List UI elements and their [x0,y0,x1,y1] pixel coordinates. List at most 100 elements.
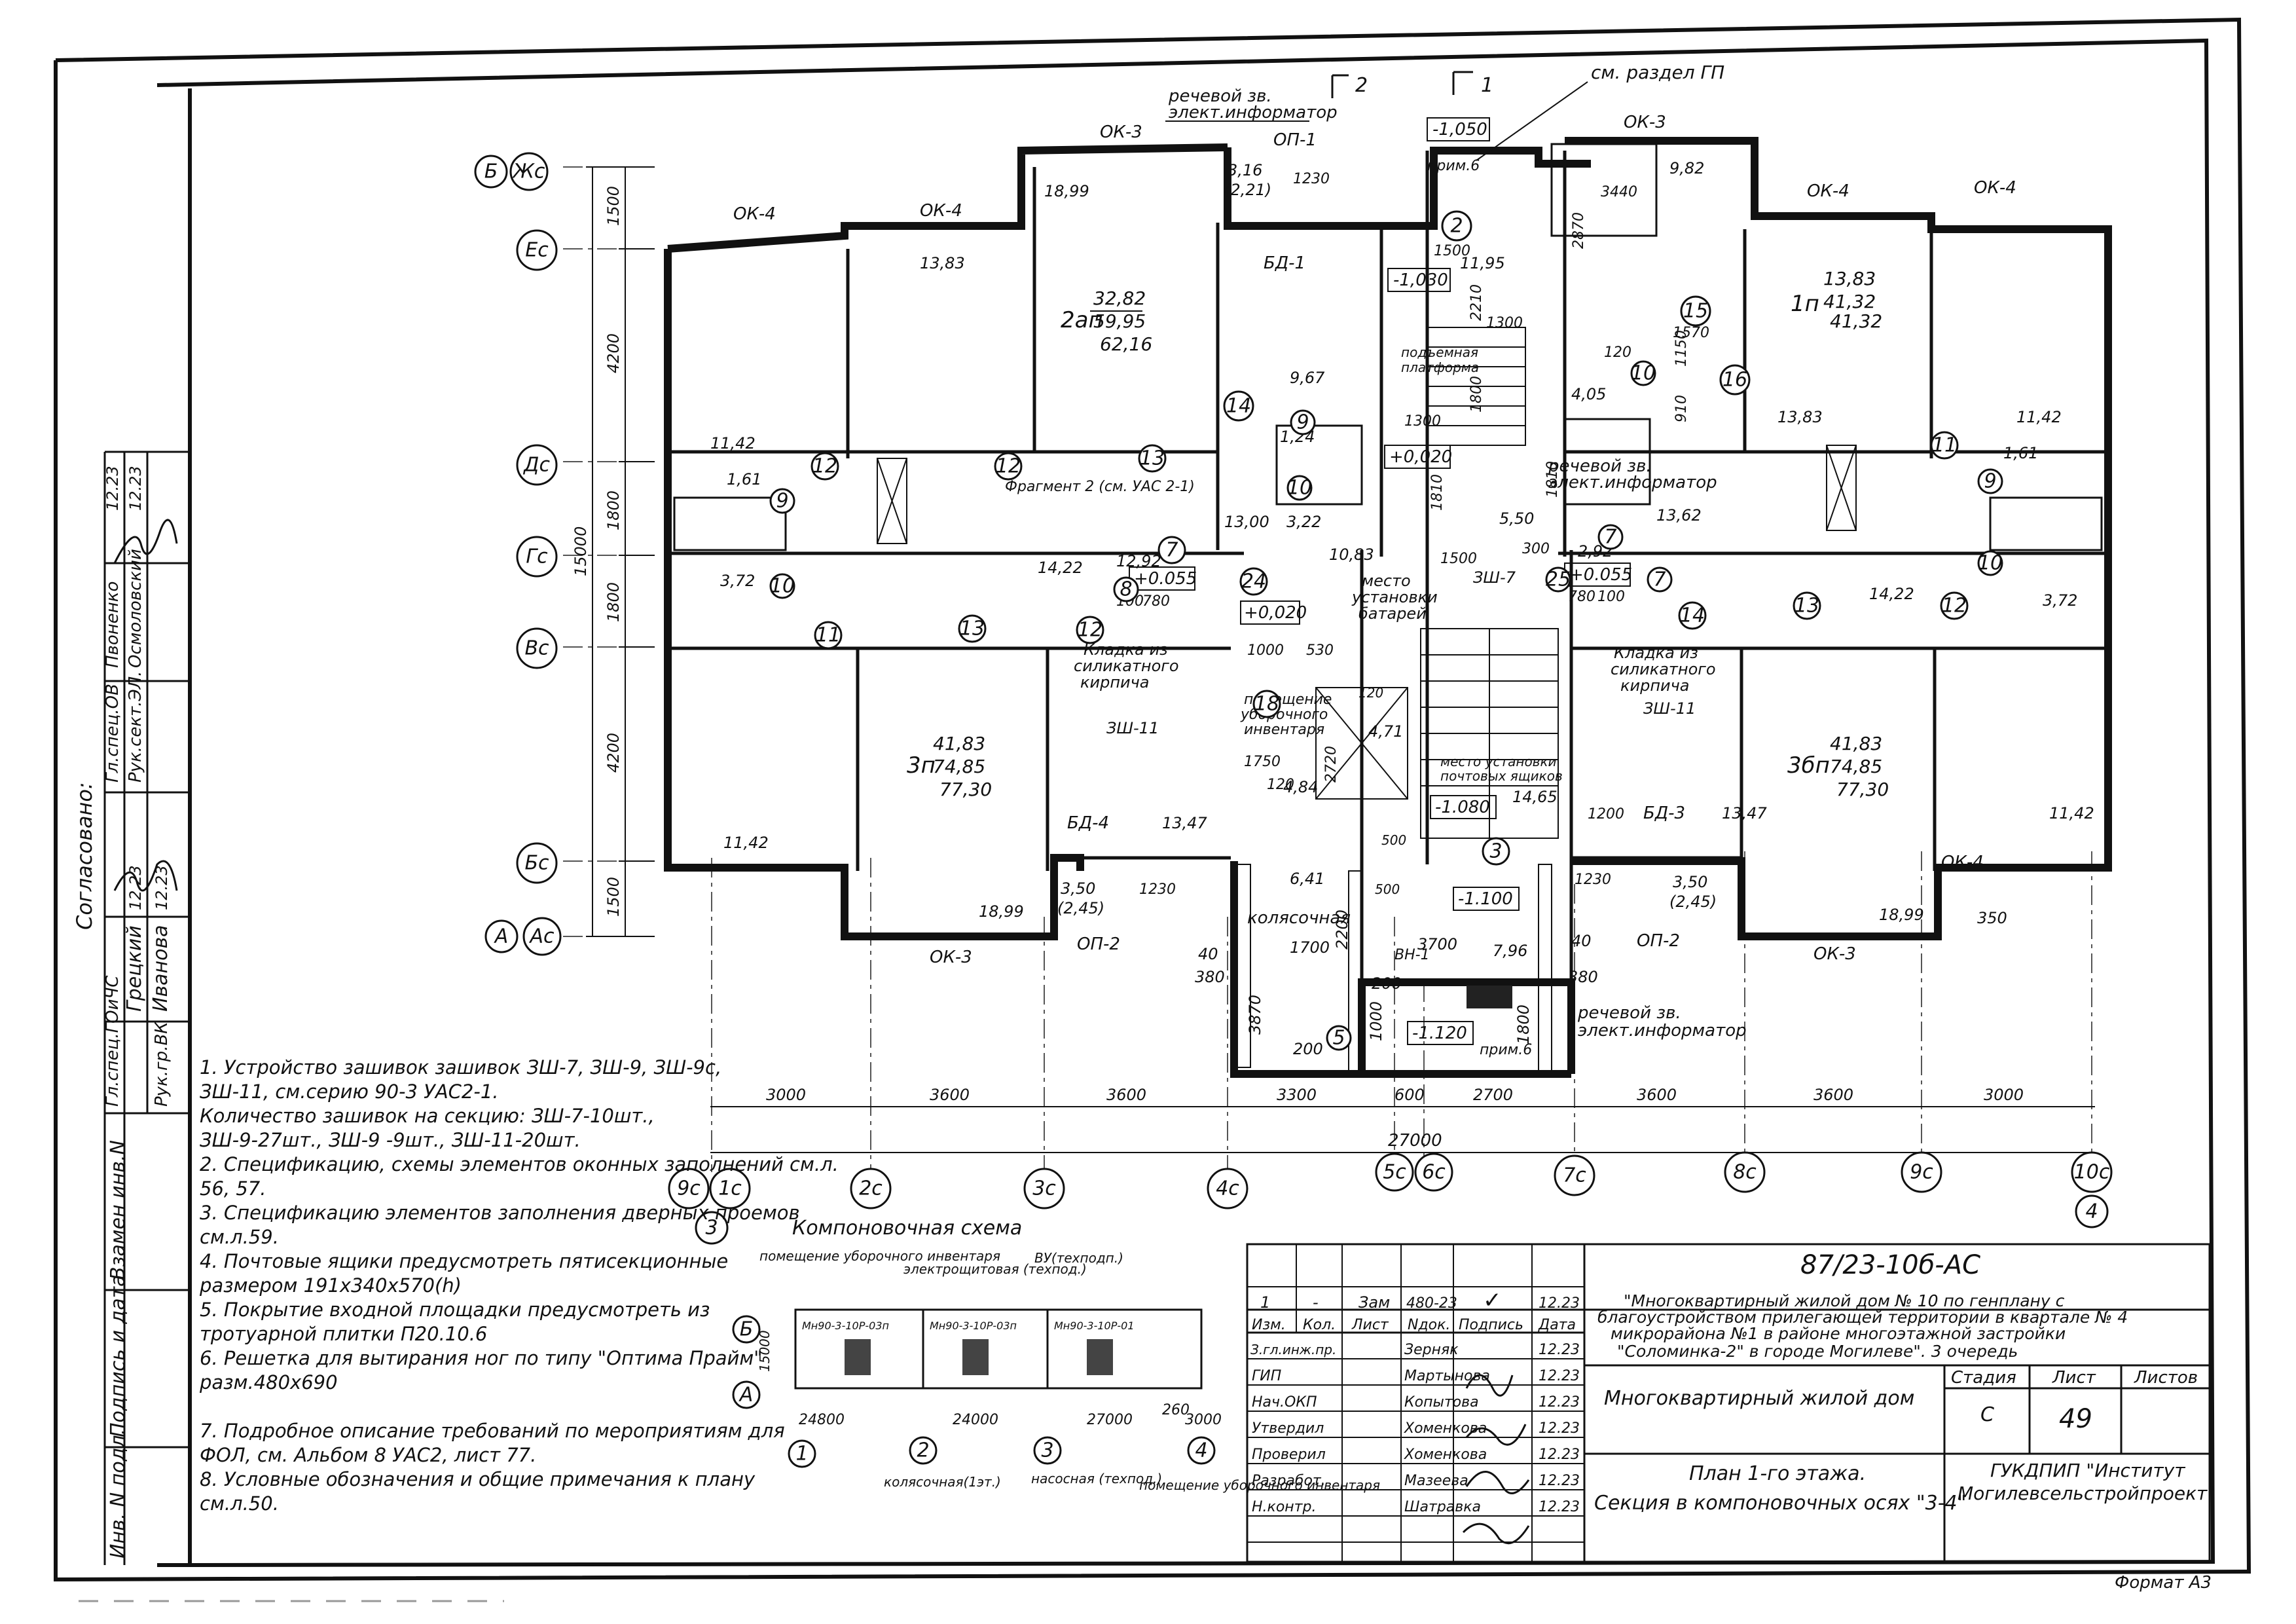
svg-text:План 1-го этажа.: План 1-го этажа. [1689,1462,1866,1485]
svg-text:место: место [1362,572,1411,590]
svg-text:12: 12 [1942,595,1967,618]
svg-text:С: С [1980,1403,1994,1426]
svg-text:Утвердил: Утвердил [1252,1420,1324,1437]
svg-text:Шатравка: Шатравка [1404,1499,1481,1515]
svg-text:3,50: 3,50 [1061,879,1095,898]
svg-text:12: 12 [996,455,1021,478]
svg-text:речевой зв.: речевой зв. [1548,456,1652,476]
svg-text:1,61: 1,61 [727,470,761,489]
svg-text:Ес: Ес [525,239,549,262]
svg-text:БД-4: БД-4 [1067,813,1109,833]
svg-text:ОК-4: ОК-4 [1807,181,1850,201]
svg-text:9: 9 [776,490,788,513]
svg-text:13: 13 [1795,595,1819,618]
svg-text:13,47: 13,47 [1722,804,1767,822]
svg-text:11: 11 [1932,434,1957,457]
svg-text:Мн90-3-10Р-03п: Мн90-3-10Р-03п [930,1320,1017,1332]
svg-text:речевой зв.: речевой зв. [1168,86,1272,106]
svg-text:1: 1 [795,1443,808,1466]
svg-text:3п: 3п [907,752,936,779]
svg-text:59,95: 59,95 [1093,310,1146,332]
svg-text:Хоменкова: Хоменкова [1404,1420,1487,1437]
svg-text:7,96: 7,96 [1493,942,1527,960]
svg-text:9: 9 [1984,470,1996,493]
svg-text:3. Спецификацию элементов запо: 3. Спецификацию элементов заполнения две… [200,1202,800,1224]
svg-text:11,42: 11,42 [710,434,756,452]
svg-text:5с: 5с [1383,1161,1406,1184]
svg-text:3,72: 3,72 [2043,591,2077,610]
svg-text:ГИП: ГИП [1252,1368,1281,1384]
stamp-signature-2 [113,860,178,892]
svg-text:Стадия: Стадия [1951,1368,2016,1388]
svg-text:ЗШ-11, см.серию 90-3 УАС2-1.: ЗШ-11, см.серию 90-3 УАС2-1. [200,1080,499,1103]
svg-text:6,41: 6,41 [1290,870,1324,888]
svg-text:74,85: 74,85 [933,756,985,777]
svg-text:Мн90-3-10Р-03п: Мн90-3-10Р-03п [802,1320,889,1332]
svg-text:16: 16 [1722,369,1747,392]
svg-text:уборочного: уборочного [1240,707,1328,723]
svg-text:24: 24 [1241,570,1266,593]
svg-text:Ас: Ас [528,925,555,948]
svg-text:кирпича: кирпича [1080,673,1150,692]
svg-text:2200: 2200 [1333,910,1351,950]
svg-text:-: - [1313,1293,1319,1312]
svg-text:27000: 27000 [1087,1412,1133,1428]
svg-text:12: 12 [812,455,837,478]
svg-text:9с: 9с [1910,1161,1933,1184]
svg-text:элект.информатор: элект.информатор [1548,473,1717,492]
svg-text:Могилевсельстройпроект": Могилевсельстройпроект" [1958,1483,2215,1504]
svg-text:3600: 3600 [930,1086,970,1104]
svg-text:13,00: 13,00 [1224,513,1269,531]
svg-text:3600: 3600 [1637,1086,1677,1104]
svg-text:Б: Б [484,160,498,183]
svg-text:10,83: 10,83 [1329,545,1374,564]
svg-text:13: 13 [1140,447,1165,470]
svg-text:12,92: 12,92 [1116,552,1161,570]
bottom-dimensions: 3000 3600 3600 3300 600 2700 3600 3600 3… [710,1086,2095,1153]
svg-text:15000: 15000 [572,526,590,576]
svg-text:Мазеева: Мазеева [1404,1473,1468,1489]
svg-text:32,82: 32,82 [1093,287,1146,309]
svg-text:-1,050: -1,050 [1432,120,1487,139]
svg-text:13,47: 13,47 [1162,814,1207,832]
svg-text:12.23: 12.23 [1539,1420,1580,1437]
svg-text:4200: 4200 [604,333,623,373]
svg-text:-1.080: -1.080 [1435,798,1490,817]
apartment-labels: 2ап 32,82 59,95 62,16 1п 13,83 41,32 41,… [907,268,1889,800]
svg-text:1500: 1500 [1434,243,1470,259]
svg-text:✓: ✓ [1483,1287,1502,1314]
svg-text:1230: 1230 [1575,872,1611,888]
svg-text:7. Подробное описание требован: 7. Подробное описание требований по меро… [200,1420,785,1442]
svg-text:силикатного: силикатного [1074,657,1179,675]
svg-text:1810: 1810 [1429,474,1446,511]
floor-plan-walls [664,137,2112,1078]
svg-text:Изм.: Изм. [1252,1317,1286,1333]
svg-text:Кладка из: Кладка из [1614,644,1698,662]
svg-text:12: 12 [1078,619,1102,642]
svg-text:силикатного: силикатного [1611,660,1716,678]
svg-text:11: 11 [816,624,841,647]
svg-text:1810: 1810 [1544,461,1561,498]
svg-text:3300: 3300 [1277,1086,1317,1104]
svg-text:10: 10 [1287,477,1312,500]
svg-text:ВН-1: ВН-1 [1394,947,1430,963]
svg-text:1570: 1570 [1673,325,1709,341]
general-notes: 1. Устройство зашивок зашивок ЗШ-7, ЗШ-9… [199,1056,839,1515]
column-axes: 9с 1с 3 2с 3с 4с 5с 6с 7с 8с 9с 10с 4 [668,1151,2113,1245]
svg-text:15000: 15000 [757,1330,773,1372]
svg-text:25: 25 [1546,568,1571,591]
svg-text:Гс: Гс [526,545,548,568]
svg-text:41,83: 41,83 [1830,733,1882,754]
svg-text:платформа: платформа [1401,360,1479,375]
svg-text:Подпись: Подпись [1459,1317,1523,1333]
svg-text:11,42: 11,42 [2049,804,2094,822]
svg-text:ВУ(техподп.): ВУ(техподп.) [1034,1250,1123,1266]
svg-text:1500: 1500 [604,877,623,917]
svg-text:Кладка из: Кладка из [1084,640,1168,659]
svg-text:ОК-4: ОК-4 [1974,178,2016,198]
svg-text:600: 600 [1394,1086,1425,1104]
svg-text:14: 14 [1226,395,1251,418]
svg-text:4. Почтовые ящики предусмотрет: 4. Почтовые ящики предусмотреть пятисекц… [200,1250,728,1272]
svg-text:12.23: 12.23 [1539,1342,1580,1358]
svg-text:10: 10 [1631,362,1656,385]
